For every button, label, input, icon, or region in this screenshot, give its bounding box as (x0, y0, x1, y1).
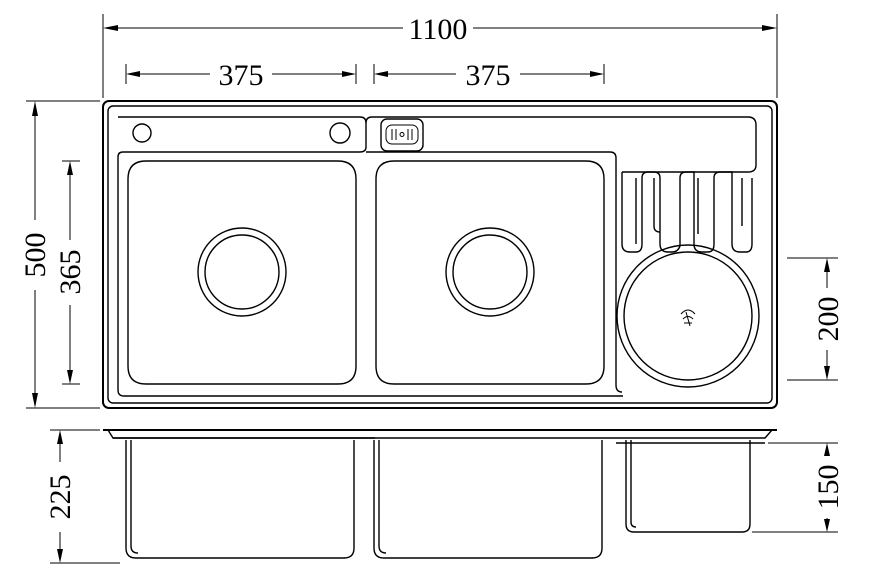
right-bowl-width-label: 375 (466, 59, 511, 92)
left-bowl-width-label: 375 (219, 59, 264, 92)
basket-diameter-label: 200 (812, 297, 845, 342)
overflow-slot-inner (385, 124, 419, 145)
bowl-frame-outline (366, 151, 623, 393)
left-drain-icon (197, 227, 287, 317)
front-basket (625, 440, 751, 533)
overall-depth-label: 500 (19, 233, 52, 278)
strainer-basket (616, 244, 760, 388)
basket-logo-icon (680, 309, 696, 327)
sink-outer-rim (102, 100, 778, 409)
drainer-rack (621, 171, 753, 253)
front-left-bowl (125, 440, 355, 559)
basket-height-label: 150 (812, 465, 845, 510)
sink-top-view (102, 100, 778, 409)
tap-deck-outline (117, 116, 623, 397)
dimension-lines (26, 14, 838, 564)
front-right-bowl (373, 440, 603, 559)
overall-width-label: 1100 (409, 13, 468, 46)
tap-hole-left (132, 123, 152, 143)
left-bowl (127, 160, 357, 385)
bowl-height-label: 225 (44, 475, 77, 520)
tap-hole-right (329, 122, 351, 144)
sink-inner-rim (107, 105, 773, 404)
bowl-depth-label: 365 (54, 250, 87, 295)
right-ledge-outline (365, 116, 757, 173)
overflow-plate-icon (380, 118, 424, 152)
sink-front-view (103, 429, 777, 559)
right-bowl (375, 160, 605, 385)
right-drain-icon (445, 227, 535, 317)
